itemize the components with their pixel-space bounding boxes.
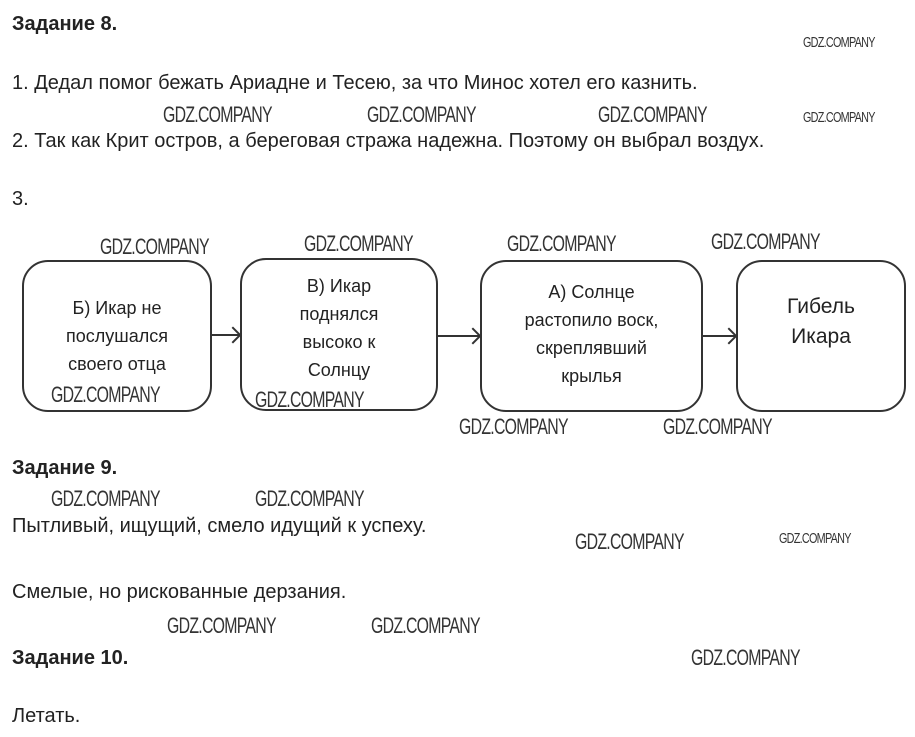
flow-text: Икара <box>791 325 851 348</box>
task9-answer-2: Смелые, но рискованные дерзания. <box>12 581 347 603</box>
flow-step-2: В) Икар поднялся высоко к Солнцу <box>240 258 438 411</box>
watermark: GDZ.COMPANY <box>507 231 617 256</box>
flow-step-1: Б) Икар не послушался своего отца <box>22 260 212 412</box>
arrow-icon <box>703 335 735 337</box>
watermark: GDZ.COMPANY <box>255 486 365 511</box>
flow-text: высоко к <box>302 332 376 352</box>
watermark: GDZ.COMPANY <box>255 387 365 412</box>
watermark: GDZ.COMPANY <box>598 102 708 127</box>
task9-heading: Задание 9. <box>12 457 118 479</box>
flow-text: Б) Икар не <box>72 298 162 318</box>
watermark: GDZ.COMPANY <box>371 613 481 638</box>
arrow-icon <box>212 334 239 336</box>
task8-answer-1: 1. Дедал помог бежать Ариадне и Тесею, з… <box>12 72 698 94</box>
flow-text: Гибель <box>787 295 855 318</box>
flow-step-3: А) Солнце растопило воск, скреплявший крыль… <box>480 260 703 412</box>
watermark: GDZ.COMPANY <box>663 414 773 439</box>
watermark: GDZ.COMPANY <box>803 34 875 51</box>
task10-heading: Задание 10. <box>12 647 129 669</box>
watermark: GDZ.COMPANY <box>367 102 477 127</box>
watermark: GDZ.COMPANY <box>459 414 569 439</box>
task10-answer: Летать. <box>12 705 81 727</box>
flow-text: растопило воск, <box>524 310 659 330</box>
flow-text: скреплявший <box>535 338 647 358</box>
watermark: GDZ.COMPANY <box>100 234 210 259</box>
watermark: GDZ.COMPANY <box>575 529 685 554</box>
flow-text: поднялся <box>299 304 379 324</box>
watermark: GDZ.COMPANY <box>691 645 801 670</box>
flow-text: А) Солнце <box>548 282 635 302</box>
task8-heading: Задание 8. <box>12 13 118 35</box>
task9-answer-1: Пытливый, ищущий, смело идущий к успеху. <box>12 515 427 537</box>
flow-text: крылья <box>561 366 622 386</box>
task8-answer-2: 2. Так как Крит остров, а береговая стра… <box>12 130 765 152</box>
watermark: GDZ.COMPANY <box>51 486 161 511</box>
task8-answer-3-label: 3. <box>12 188 29 210</box>
watermark: GDZ.COMPANY <box>711 229 821 254</box>
flow-text: Солнцу <box>307 360 371 380</box>
flow-text: В) Икар <box>306 276 372 296</box>
flow-text: своего отца <box>68 354 166 374</box>
watermark: GDZ.COMPANY <box>803 109 875 126</box>
watermark: GDZ.COMPANY <box>779 530 851 547</box>
watermark: GDZ.COMPANY <box>51 382 161 407</box>
watermark: GDZ.COMPANY <box>304 231 414 256</box>
watermark: GDZ.COMPANY <box>167 613 277 638</box>
arrow-icon <box>438 335 479 337</box>
watermark: GDZ.COMPANY <box>163 102 273 127</box>
flow-text: послушался <box>66 326 168 346</box>
